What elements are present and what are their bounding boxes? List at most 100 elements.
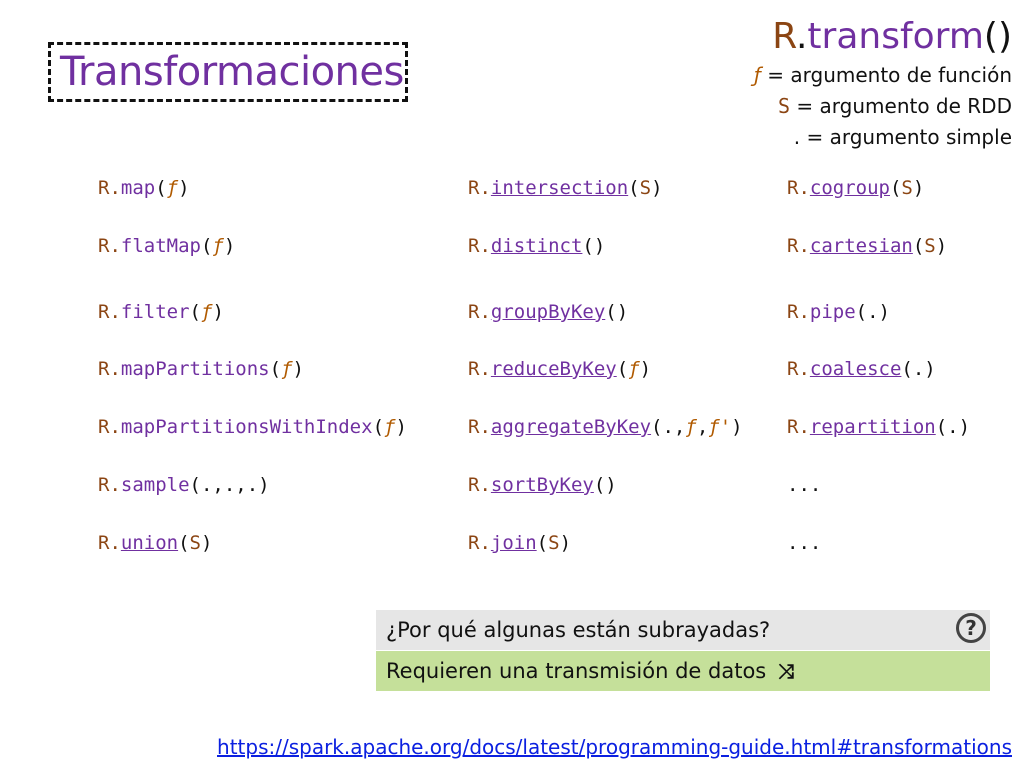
operation-argument: (.,.,.): [189, 474, 270, 496]
operation-receiver: R.: [98, 416, 121, 438]
operation-argument: (.,: [651, 416, 686, 438]
operation-argument: ,: [696, 416, 709, 438]
operation-receiver: R.: [98, 177, 121, 199]
operation-argument: (): [605, 301, 629, 323]
title-dashed-frame: [48, 42, 408, 102]
operation-argument: (.): [935, 416, 971, 438]
legend-f-line: ƒ = argumento de función: [753, 63, 1012, 87]
operation-argument: (: [616, 358, 629, 380]
legend-dot-line: . = argumento simple: [793, 125, 1012, 149]
operation-argument: (: [912, 235, 925, 257]
operation-receiver: R.: [98, 532, 121, 554]
operation-name: cartesian: [809, 235, 913, 257]
operation-argument: ƒ: [166, 177, 179, 199]
operation-argument: (: [372, 416, 385, 438]
operation-name: repartition: [809, 416, 936, 438]
operation-receiver: R.: [468, 301, 491, 323]
operation-item: R.aggregateByKey(.,ƒ,ƒ'): [468, 415, 743, 439]
operation-item: ...: [787, 531, 821, 555]
operation-argument: (: [889, 177, 902, 199]
operation-item: R.flatMap(ƒ): [98, 234, 235, 258]
operation-argument: ): [559, 532, 572, 554]
operation-item: R.mapPartitionsWithIndex(ƒ): [98, 415, 407, 439]
operation-argument: ): [178, 177, 190, 199]
operation-name: groupByKey: [490, 301, 606, 323]
operation-item: R.join(S): [468, 531, 571, 555]
operation-receiver: R.: [787, 416, 810, 438]
operation-argument: ƒ: [685, 416, 697, 438]
operation-argument: ƒ: [200, 301, 213, 323]
operation-item: R.pipe(.): [787, 300, 890, 324]
operation-item: R.intersection(S): [468, 176, 663, 200]
operation-receiver: R.: [787, 301, 810, 323]
operation-receiver: R.: [787, 358, 810, 380]
operation-item: R.cogroup(S): [787, 176, 924, 200]
legend: R.transform() ƒ = argumento de función S…: [754, 14, 1012, 153]
operation-argument: S: [548, 532, 560, 554]
faq-answer-bar: Requieren una transmisión de datos ⤨: [376, 651, 990, 691]
operation-name: sortByKey: [490, 474, 594, 496]
operation-argument: ): [212, 301, 224, 323]
operation-item: R.cartesian(S): [787, 234, 947, 258]
operation-argument: (.): [901, 358, 936, 380]
operation-item: R.mapPartitions(ƒ): [98, 357, 304, 381]
operation-name: flatMap: [120, 235, 201, 257]
operation-item: R.reduceByKey(ƒ): [468, 357, 651, 381]
operation-argument: ): [651, 177, 663, 199]
operation-argument: (: [200, 235, 213, 257]
operation-argument: (: [189, 301, 201, 323]
operation-name: intersection: [490, 177, 629, 199]
legend-s-line: S = argumento de RDD: [778, 94, 1012, 118]
operation-item: R.sample(.,.,.): [98, 473, 270, 497]
operation-receiver: R.: [98, 358, 121, 380]
operation-argument: S: [639, 177, 652, 199]
operation-name: cogroup: [809, 177, 890, 199]
operation-argument: S: [901, 177, 913, 199]
operation-receiver: R.: [787, 177, 810, 199]
page-title: Transformaciones: [60, 49, 404, 95]
operation-item: R.map(ƒ): [98, 176, 190, 200]
operation-argument: ): [731, 416, 743, 438]
faq-question-bar: ¿Por qué algunas están subrayadas? ?: [376, 610, 990, 650]
operation-receiver: R.: [98, 301, 121, 323]
operation-argument: ƒ: [212, 235, 224, 257]
operation-item: R.distinct(): [468, 234, 605, 258]
faq-question: ¿Por qué algunas están subrayadas?: [386, 618, 771, 642]
operation-argument: ƒ: [384, 416, 396, 438]
docs-link[interactable]: https://spark.apache.org/docs/latest/pro…: [217, 735, 1012, 759]
operation-item: R.groupByKey(): [468, 300, 628, 324]
faq-answer: Requieren una transmisión de datos: [386, 659, 767, 683]
operation-receiver: R.: [468, 358, 491, 380]
operation-item: R.coalesce(.): [787, 357, 936, 381]
operations-grid: R.map(ƒ)R.flatMap(ƒ)R.filter(ƒ)R.mapPart…: [98, 176, 970, 555]
operation-item: R.union(S): [98, 531, 212, 555]
shuffle-icon: ⤨: [778, 659, 795, 683]
operation-item: ...: [787, 473, 821, 497]
operation-argument: ): [935, 235, 948, 257]
operation-argument: ƒ: [281, 358, 293, 380]
operation-argument: ): [639, 358, 652, 380]
operation-receiver: R.: [468, 235, 491, 257]
operation-argument: ...: [787, 532, 822, 554]
legend-heading: R.transform(): [772, 16, 1012, 57]
operation-receiver: R.: [98, 474, 121, 496]
operation-receiver: R.: [98, 235, 121, 257]
operation-name: aggregateByKey: [490, 416, 652, 438]
question-circle-icon[interactable]: ?: [956, 613, 986, 643]
operation-name: filter: [120, 301, 190, 323]
operation-item: R.repartition(.): [787, 415, 970, 439]
operation-receiver: R.: [468, 177, 491, 199]
operation-receiver: R.: [468, 416, 491, 438]
operation-argument: (: [628, 177, 640, 199]
operation-argument: ƒ': [708, 416, 732, 438]
operation-name: sample: [120, 474, 190, 496]
operation-argument: (: [536, 532, 549, 554]
operation-argument: ...: [787, 474, 822, 496]
operation-receiver: R.: [468, 532, 491, 554]
operation-argument: ): [912, 177, 925, 199]
operation-name: distinct: [490, 235, 583, 257]
operation-argument: ): [395, 416, 407, 438]
operation-name: coalesce: [809, 358, 902, 380]
operation-item: R.sortByKey(): [468, 473, 617, 497]
operation-item: R.filter(ƒ): [98, 300, 224, 324]
